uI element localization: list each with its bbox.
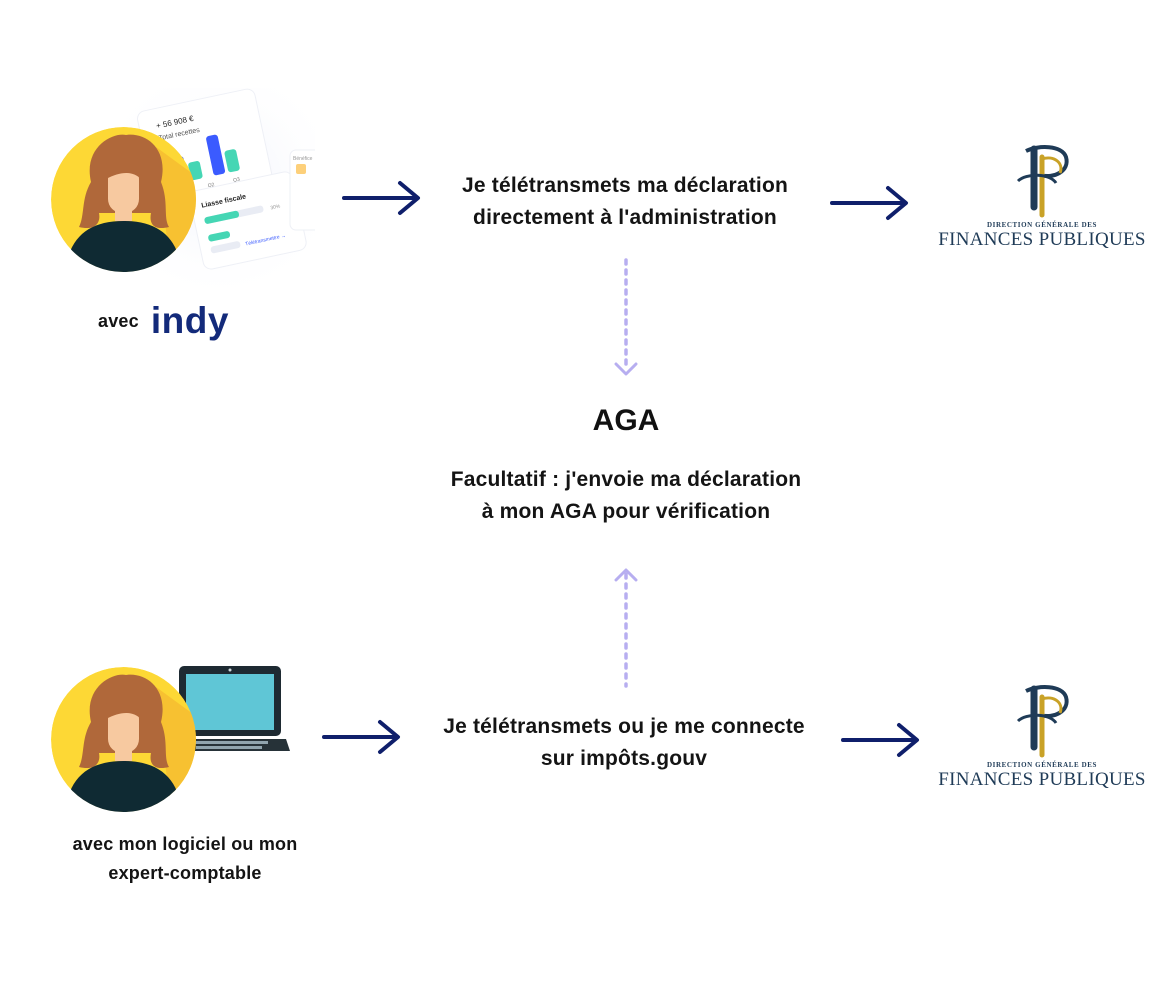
dgfip-logo-icon xyxy=(1016,145,1069,218)
dotted-arrow-down-icon xyxy=(614,258,638,376)
side-label: Bénéfice xyxy=(293,156,313,162)
laptop-icon xyxy=(172,666,290,751)
avatar-woman-icon xyxy=(51,667,196,812)
bottom-caption: avec mon logiciel ou mon expert-comptabl… xyxy=(40,830,330,888)
dgfip-logo: DIRECTION GÉNÉRALE DES FINANCES PUBLIQUE… xyxy=(938,143,1146,251)
bar-label-q3: Q3 xyxy=(233,176,241,183)
indy-logo: indy xyxy=(150,300,229,341)
side-card: Bénéfice xyxy=(289,149,315,231)
liasse-card: Liasse fiscale 30% Télétransmettre → xyxy=(189,171,307,270)
arrow-right-icon xyxy=(841,723,919,757)
bottom-step-line2: sur impôts.gouv xyxy=(540,747,708,770)
bottom-caption-line1: avec mon logiciel ou mon xyxy=(72,834,298,854)
bottom-step-line1: Je télétransmets ou je me connecte xyxy=(443,715,805,738)
dgfip-small-text: DIRECTION GÉNÉRALE DES xyxy=(986,221,1098,229)
avatar-woman-icon xyxy=(51,127,196,272)
dgfip-logo-icon xyxy=(1016,685,1069,758)
arrow-right-icon xyxy=(830,186,908,220)
liasse-percent: 30% xyxy=(270,203,282,211)
aga-text: Facultatif : j'envoie ma déclaration à m… xyxy=(410,464,842,528)
arrow-right-icon xyxy=(342,181,420,215)
top-step-line1: Je télétransmets ma déclaration xyxy=(461,174,788,197)
dgfip-logo: DIRECTION GÉNÉRALE DES FINANCES PUBLIQUE… xyxy=(938,683,1146,791)
aga-line2: à mon AGA pour vérification xyxy=(481,500,771,523)
dotted-arrow-up-icon xyxy=(614,568,638,688)
dgfip-big-text: FINANCES PUBLIQUES xyxy=(938,229,1146,250)
avec-label: avec xyxy=(98,310,139,331)
dgfip-big-text: FINANCES PUBLIQUES xyxy=(938,769,1146,790)
aga-title: AGA xyxy=(592,404,660,437)
dgfip-small-text: DIRECTION GÉNÉRALE DES xyxy=(986,761,1098,769)
bottom-step-text: Je télétransmets ou je me connecte sur i… xyxy=(410,711,838,775)
top-step-text: Je télétransmets ma déclaration directem… xyxy=(420,170,830,234)
bar-label-q2: Q2 xyxy=(207,182,215,189)
aga-line1: Facultatif : j'envoie ma déclaration xyxy=(450,468,802,491)
top-caption: avec indy xyxy=(98,300,229,341)
top-step-line2: directement à l'administration xyxy=(473,206,777,229)
arrow-right-icon xyxy=(322,720,400,754)
bottom-caption-line2: expert-comptable xyxy=(108,863,262,883)
